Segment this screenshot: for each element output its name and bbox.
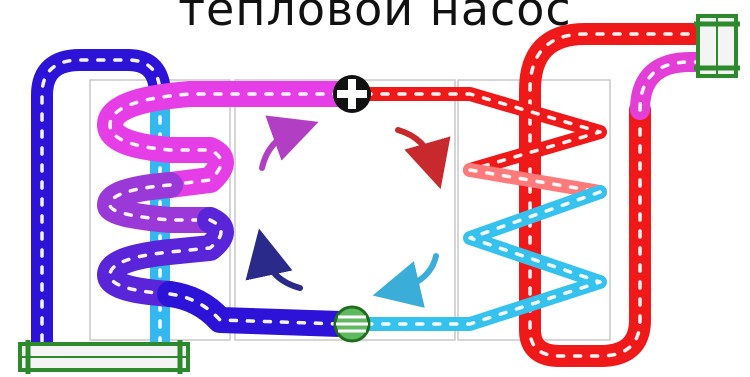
diagram-title: тепловой насос	[178, 0, 572, 36]
compressor-valve-icon	[333, 75, 371, 113]
expansion-valve-icon	[333, 305, 371, 343]
cold-source-return-pipe	[31, 49, 171, 369]
center-panel	[234, 79, 456, 341]
heating-supply-pipe	[519, 23, 733, 367]
right-pipe-connector	[694, 14, 740, 78]
cycle-arrow-down-icon	[372, 253, 439, 308]
cycle-arrow-left-icon	[245, 228, 303, 291]
heating-return-pipe	[630, 52, 732, 120]
condenser-coil	[358, 87, 607, 331]
cycle-arrow-right-icon	[395, 127, 451, 190]
left-pipe-connector	[18, 340, 190, 374]
evaporator-coil	[97, 81, 353, 337]
cycle-arrow-up-icon	[259, 115, 319, 171]
